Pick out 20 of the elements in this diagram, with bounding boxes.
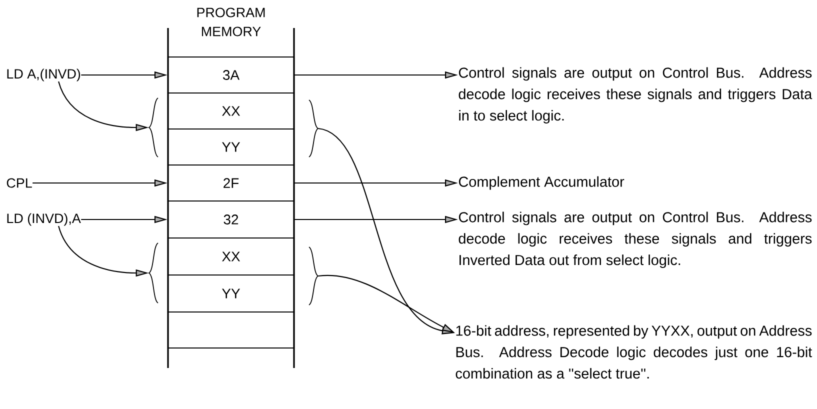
memory-cell: 2F (167, 164, 295, 202)
instruction-label: LD A,(INVD) (7, 68, 80, 82)
brace (308, 100, 318, 158)
memory-cell: 32 (167, 200, 295, 239)
brace (148, 242, 158, 304)
instruction-label: CPL (6, 178, 32, 188)
brace (308, 246, 318, 306)
description-text: Complement Accumulator (458, 176, 624, 190)
memory-cell: XX (167, 237, 295, 276)
description-text: Control signals are output on Control Bus. Address decode logic receives these signals and triggers Data in to select logic. (458, 67, 812, 124)
column-heading: PROGRAM MEMORY (197, 8, 265, 36)
brace (148, 98, 158, 158)
memory-cell: 3A (167, 56, 295, 94)
description-text: Control signals are output on Control Bus. Address decode logic receives these signals and triggers Inverted Data out from select logic. (458, 212, 812, 268)
description-text: 16-bit address, represented by YYXX, output on Address Bus. Address Decode logic decodes just one 16-bit combination as a ''select true''. (456, 325, 812, 379)
memory-cell (167, 311, 295, 349)
memory-cell: YY (167, 274, 295, 313)
memory-cell: YY (167, 128, 295, 166)
instruction-label: LD (INVD),A (7, 213, 81, 226)
memory-cell: XX (167, 92, 295, 130)
